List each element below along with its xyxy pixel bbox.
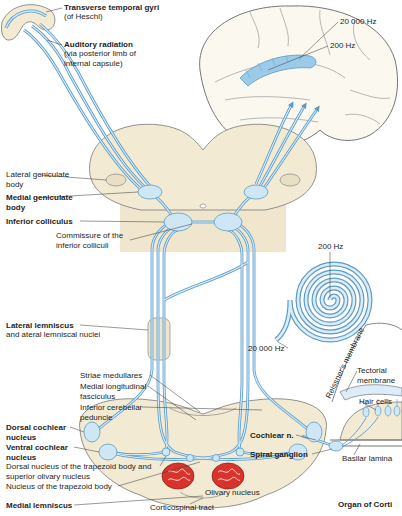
- frequency-label: 20 000 Hz: [340, 17, 376, 27]
- pathway-outline: [24, 24, 334, 460]
- pathway-label: Auditory radiation: [64, 40, 133, 50]
- frequency-label: 200 Hz: [318, 242, 343, 252]
- structure-label: Organ of Corti: [338, 500, 392, 510]
- structure-label: Lateral geniculate body: [6, 170, 72, 189]
- frequency-label: 200 Hz: [330, 41, 355, 51]
- structure-label: Medial geniculate body: [6, 193, 76, 212]
- structure-label: and ateral lemniscal nuclei: [6, 330, 100, 340]
- structure-label: Ventral cochlear nucleus: [6, 443, 80, 462]
- frequency-label: 20 000 Hz: [248, 344, 284, 354]
- lateral-geniculate: [280, 174, 300, 186]
- organ-body: [340, 402, 402, 440]
- structure-label: Tectorial membrane: [357, 366, 402, 385]
- structure-label: Nucleus of the trapezoid body: [6, 482, 112, 492]
- leader-line: [36, 8, 376, 505]
- structure-label: Basilar lamina: [342, 454, 392, 464]
- lateral-geniculate: [106, 174, 126, 186]
- structure-label: Olivary nucleus: [205, 488, 260, 498]
- structure-label: Lateral lemniscus: [6, 321, 74, 331]
- structure-label: Inferior cerebellar peduncle: [80, 403, 166, 422]
- structure-label: (of Heschl): [64, 12, 103, 22]
- structure-label: Inferior colliculus: [6, 217, 73, 227]
- structure-label: Commissure of the inferior colliculi: [56, 231, 136, 250]
- thalamus-section: [90, 124, 317, 210]
- structure-label: Spiral ganglion: [250, 450, 308, 460]
- structure-label: Cochlear n.: [250, 431, 294, 441]
- structure-label: Transverse temporal gyri: [64, 3, 159, 13]
- auditory-cortex-area: [240, 55, 316, 86]
- structure-label: Dorsal nucleus of the trapezoid body and…: [6, 462, 172, 481]
- structure-label: Medial lemniscus: [6, 501, 72, 511]
- olivary-nucleus: [162, 463, 244, 489]
- nerve-fibers: [342, 417, 378, 447]
- structure-label: Corticospinal tract: [150, 503, 214, 513]
- aqueduct: [200, 204, 206, 208]
- structure-label: Hair cells: [359, 397, 402, 407]
- structure-label: Dorsal cochlear nucleus: [6, 423, 80, 442]
- structure-label: Medial longitudinal fasciculus: [80, 382, 166, 401]
- tonotopic-stripes: [246, 56, 300, 78]
- pathway-core: [24, 24, 334, 460]
- hair-cell: [363, 406, 400, 417]
- pathway-label: (via posterior limb of internal capsule): [64, 49, 152, 68]
- structure-label: Striae medullares: [80, 371, 142, 381]
- radiation-arrow: [256, 104, 318, 188]
- brain-outline: [200, 6, 398, 147]
